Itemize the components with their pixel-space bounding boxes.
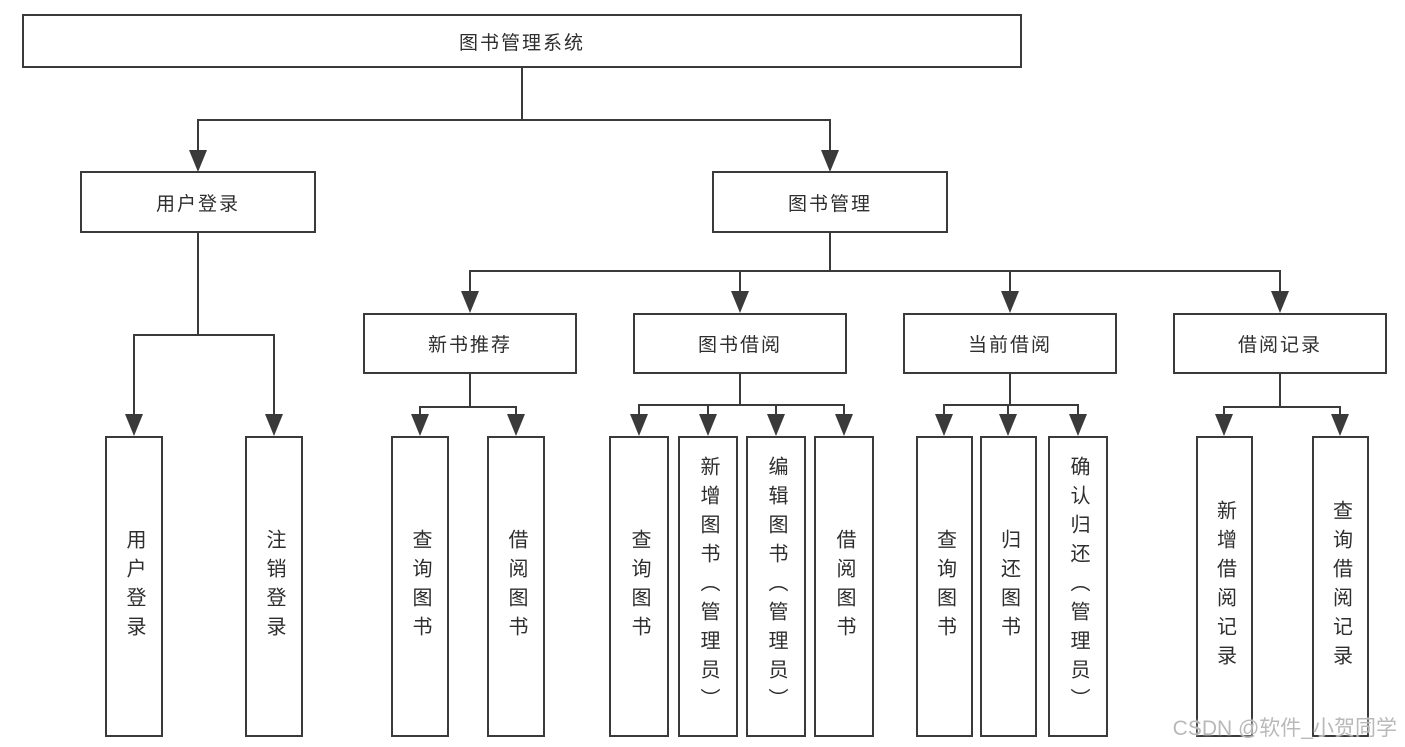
connector-group-user-login [125,233,283,436]
leaf-label: 注销登录 [263,528,285,645]
connector-group-new-book-recommendation [411,374,525,436]
leaf-borrow-books-recommend: 借阅图书 [487,436,545,737]
node-user-login: 用户登录 [80,171,316,233]
leaf-add-borrowing-record: 新增借阅记录 [1196,436,1253,737]
leaf-search-books-current: 查询图书 [916,436,973,737]
connector-group-root [189,68,839,172]
leaf-label: 新增图书（管理员） [697,456,719,717]
leaf-search-books-recommend: 查询图书 [391,436,449,737]
leaf-logout: 注销登录 [245,436,303,737]
leaf-add-book-admin: 新增图书（管理员） [678,436,738,737]
node-current-borrowing: 当前借阅 [903,313,1117,374]
leaf-label: 确认归还（管理员） [1067,456,1089,717]
leaf-label: 查询图书 [409,528,431,645]
leaf-label: 查询借阅记录 [1329,499,1352,674]
leaf-return-books: 归还图书 [980,436,1037,737]
leaf-search-books-borrow: 查询图书 [609,436,669,737]
leaf-search-borrowing-record: 查询借阅记录 [1312,436,1369,737]
leaf-label: 归还图书 [997,528,1020,645]
connector-group-book-borrowing [630,374,853,436]
leaf-edit-book-admin: 编辑图书（管理员） [746,436,806,737]
leaf-label: 用户登录 [123,528,145,645]
leaf-label: 新增借阅记录 [1213,499,1236,674]
node-label: 用户登录 [155,193,240,215]
connector-group-borrowing-records [1215,374,1349,436]
node-new-book-recommendation: 新书推荐 [363,313,577,374]
node-book-borrowing: 图书借阅 [633,313,847,374]
node-label: 图书借阅 [697,335,782,356]
csdn-watermark: CSDN @软件_小贺同学 [1172,717,1397,740]
node-book-management: 图书管理 [712,171,948,233]
leaf-label: 编辑图书（管理员） [765,456,787,717]
leaf-label: 借阅图书 [505,528,527,645]
node-label: 新书推荐 [427,335,512,356]
connector-group-book-management [461,233,1289,313]
leaf-user-login: 用户登录 [105,436,163,737]
leaf-label: 借阅图书 [833,528,855,645]
leaf-borrow-books-borrow: 借阅图书 [814,436,874,737]
connector-group-current-borrowing [935,374,1087,436]
leaf-label: 查询图书 [628,528,650,645]
node-library-management-system: 图书管理系统 [22,14,1022,68]
node-borrowing-records: 借阅记录 [1173,313,1387,374]
node-label: 图书管理 [787,193,872,215]
node-label: 借阅记录 [1237,335,1322,356]
leaf-label: 查询图书 [933,528,956,645]
leaf-confirm-return-admin: 确认归还（管理员） [1048,436,1108,737]
node-label: 当前借阅 [967,335,1052,356]
node-label: 图书管理系统 [458,32,585,54]
